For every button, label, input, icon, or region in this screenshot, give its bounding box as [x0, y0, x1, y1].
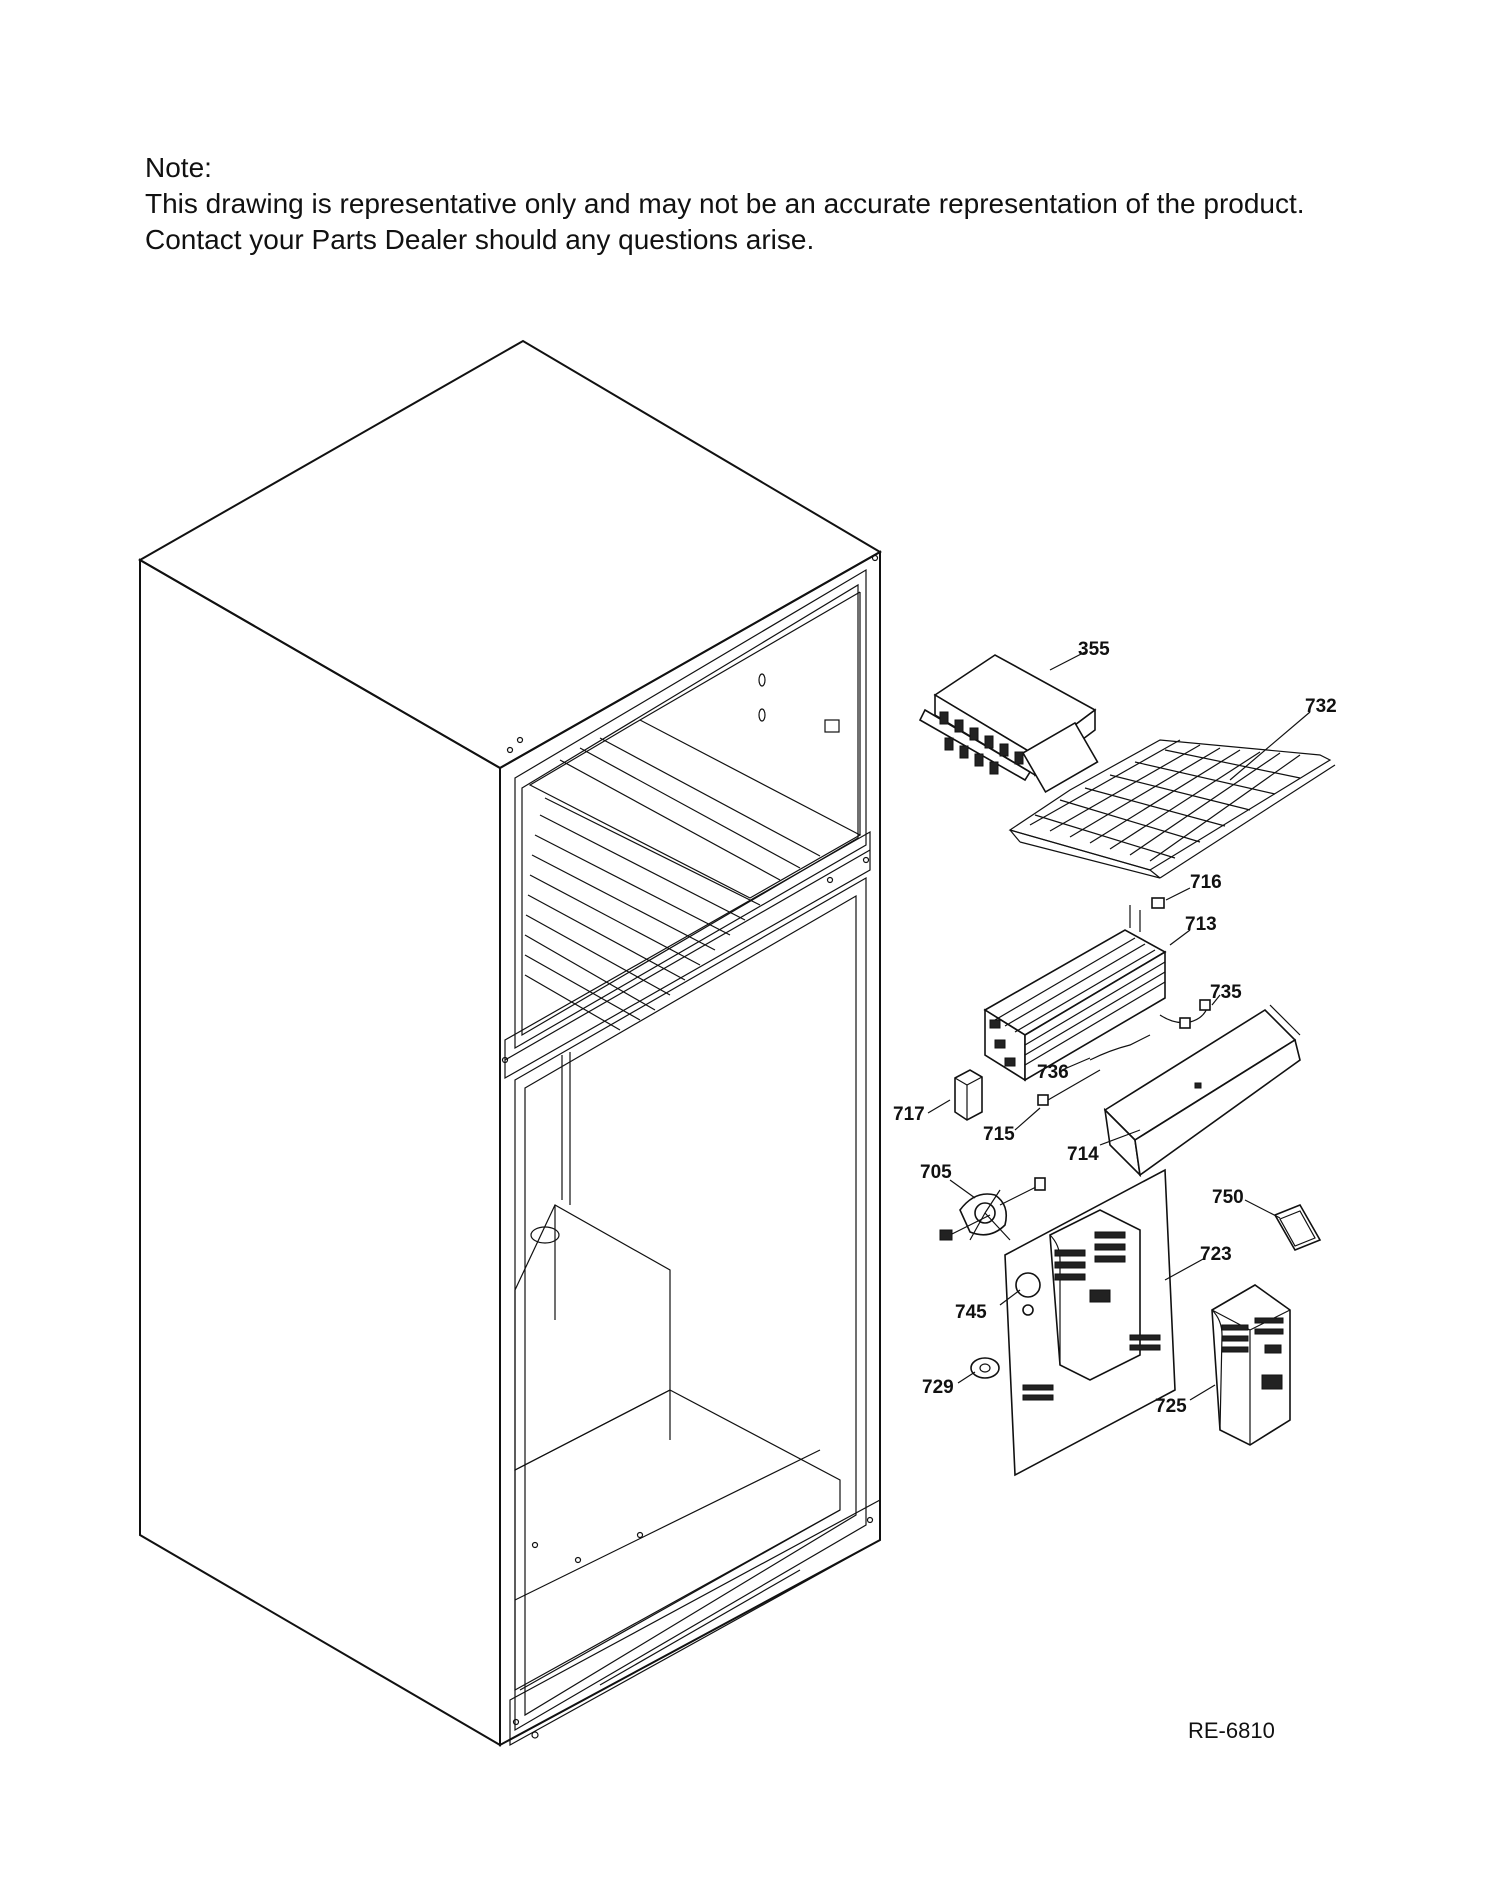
- part-725-fan-cover: [1211, 1284, 1291, 1446]
- note-heading: Note:: [145, 152, 212, 183]
- note-line-1: This drawing is representative only and …: [145, 188, 1305, 219]
- label-714: 714: [1067, 1144, 1099, 1165]
- label-736: 736: [1037, 1062, 1069, 1083]
- part-735-harness: [1159, 999, 1211, 1029]
- part-750-plate: [1273, 1203, 1322, 1252]
- part-736-heater: [1089, 1034, 1151, 1061]
- part-729-grommet: [970, 1357, 1000, 1379]
- part-715-thermostat: [1037, 1069, 1101, 1106]
- label-750: 750: [1212, 1187, 1244, 1208]
- part-717-block: [954, 1069, 983, 1121]
- part-723-evaporator-cover: [1004, 1168, 1176, 1477]
- label-745: 745: [955, 1302, 987, 1323]
- part-705-fan-motor: [939, 1177, 1046, 1241]
- label-732: 732: [1305, 696, 1337, 717]
- part-732-wire-shelf: [1008, 739, 1336, 879]
- label-725: 725: [1155, 1396, 1187, 1417]
- label-705: 705: [920, 1162, 952, 1183]
- label-717: 717: [893, 1104, 925, 1125]
- part-716-clip: [1151, 897, 1165, 909]
- part-713-evaporator: [983, 905, 1167, 1082]
- note-line-2: Contact your Parts Dealer should any que…: [145, 224, 815, 255]
- label-729: 729: [922, 1377, 954, 1398]
- label-735: 735: [1210, 982, 1242, 1003]
- part-714-drain-trough: [1103, 1004, 1301, 1178]
- diagram-code: RE-6810: [1188, 1718, 1275, 1743]
- fresh-food-interior: [514, 1052, 841, 1692]
- refrigerator-cabinet: [137, 339, 882, 1747]
- label-713: 713: [1185, 914, 1217, 935]
- label-715: 715: [983, 1124, 1015, 1145]
- part-355-ice-bucket: [918, 654, 1099, 794]
- label-723: 723: [1200, 1244, 1232, 1265]
- label-716: 716: [1190, 872, 1222, 893]
- freezer-floor-ribs: [524, 719, 862, 1031]
- note-block: Note: This drawing is representative onl…: [145, 150, 1345, 258]
- label-355: 355: [1078, 639, 1110, 660]
